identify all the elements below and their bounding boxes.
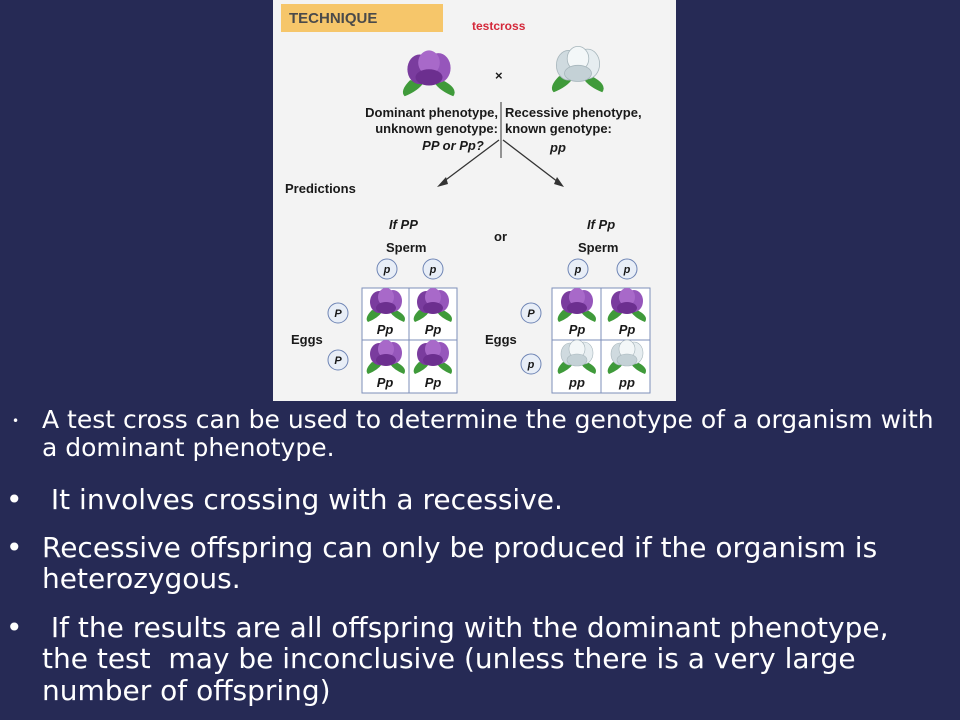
left-sperm-label: Sperm	[386, 240, 426, 255]
right-arrow	[502, 139, 559, 183]
left-case: If PP Sperm p p P P Eggs Pp Pp Pp Pp	[291, 217, 458, 394]
left-cell-2: Pp	[425, 322, 442, 337]
bullet-text-1: A test cross can be used to determine th…	[42, 405, 934, 462]
or-label: or	[494, 229, 507, 244]
bullet-dot: •	[12, 414, 20, 428]
left-cell-4: Pp	[425, 375, 442, 390]
left-sperm-1	[376, 258, 398, 280]
right-sperm-1-label: p	[574, 264, 582, 276]
bullet-text-2: It involves crossing with a recessive.	[42, 483, 563, 516]
right-case-title: If Pp	[587, 217, 615, 232]
parent-purple-flower	[402, 50, 455, 97]
right-cell-3: pp	[568, 375, 585, 390]
dominant-line3: PP or Pp?	[422, 138, 484, 153]
right-eggs-label: Eggs	[485, 332, 517, 347]
left-sperm-2	[422, 258, 444, 280]
recessive-line1: Recessive phenotype,	[505, 105, 642, 120]
dominant-line2: unknown genotype:	[375, 121, 498, 136]
recessive-line3: pp	[549, 140, 566, 155]
left-arrowhead	[437, 177, 448, 187]
left-sperm-2-label: p	[429, 264, 437, 276]
left-eggs-label: Eggs	[291, 332, 323, 347]
right-egg-2-label: p	[527, 359, 535, 371]
bullet-dot: •	[6, 483, 23, 516]
right-egg-1	[520, 302, 542, 324]
left-egg-1-label: P	[334, 308, 342, 320]
bullet-dot: •	[6, 611, 23, 644]
cross-symbol: ×	[495, 68, 503, 83]
recessive-line2: known genotype:	[505, 121, 612, 136]
bullet-item-3: • Recessive offspring can only be produc…	[6, 531, 942, 596]
dominant-line1: Dominant phenotype,	[365, 105, 498, 120]
left-arrow	[442, 139, 500, 183]
bullet-text-4: If the results are all offspring with th…	[42, 611, 898, 707]
predictions-label: Predictions	[285, 181, 356, 196]
bullet-item-4: • If the results are all offspring with …	[6, 611, 942, 707]
technique-banner	[281, 4, 443, 32]
parent-white-flower	[551, 45, 605, 93]
right-arrowhead	[554, 177, 564, 187]
right-cell-4: pp	[618, 375, 635, 390]
bullet-text-3: Recessive offspring can only be produced…	[42, 531, 878, 596]
right-sperm-label: Sperm	[578, 240, 618, 255]
right-sperm-2-label: p	[623, 264, 631, 276]
right-egg-2	[520, 353, 542, 375]
bullet-item-2: • It involves crossing with a recessive.	[6, 483, 942, 516]
technique-label: TECHNIQUE	[289, 10, 377, 27]
right-egg-1-label: P	[527, 308, 535, 320]
left-sperm-1-label: p	[383, 264, 391, 276]
left-egg-1	[327, 302, 349, 324]
right-cell-1: Pp	[569, 322, 586, 337]
right-sperm-2	[616, 258, 638, 280]
left-cell-1: Pp	[377, 322, 394, 337]
bullet-dot: •	[6, 531, 23, 564]
right-cell-2: Pp	[619, 322, 636, 337]
left-case-title: If PP	[389, 217, 418, 232]
left-cell-3: Pp	[377, 375, 394, 390]
testcross-label: testcross	[472, 19, 526, 33]
right-case: If Pp Sperm p p P p Eggs Pp Pp pp pp	[485, 217, 651, 394]
testcross-diagram: TECHNIQUE testcross × Dominant phenotype…	[281, 4, 651, 394]
left-egg-2	[327, 349, 349, 371]
left-egg-2-label: P	[334, 355, 342, 367]
testcross-figure: TECHNIQUE testcross × Dominant phenotype…	[273, 0, 676, 401]
bullet-item-1: • A test cross can be used to determine …	[12, 405, 942, 462]
right-sperm-1	[567, 258, 589, 280]
